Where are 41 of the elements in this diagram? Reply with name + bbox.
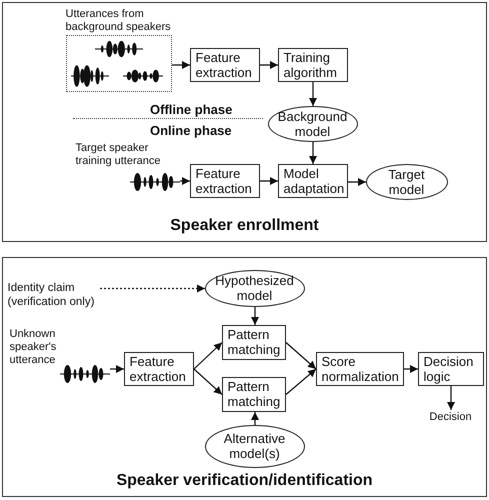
process-box: Model adaptation: [278, 164, 348, 198]
arrow: [194, 368, 222, 395]
arrow: [309, 142, 317, 164]
arrow: [100, 284, 205, 292]
output-label: Decision: [424, 410, 476, 426]
panel: [2, 2, 487, 242]
process-box: Pattern matching: [222, 324, 286, 360]
arrow: [286, 342, 316, 370]
arrow: [110, 365, 124, 373]
process-box: Feature extraction: [190, 164, 260, 198]
arrow: [260, 177, 278, 185]
source-label: Unknown speaker's utterance: [10, 328, 58, 366]
model-ellipse: Target model: [366, 164, 448, 200]
arrow: [260, 61, 278, 69]
group-heading: Utterances from background speakers: [66, 8, 172, 34]
panel: [2, 257, 487, 497]
arrow: [447, 386, 455, 410]
arrow: [348, 178, 366, 186]
process-box: Feature extraction: [124, 352, 194, 386]
source-label: Target speaker training utterance: [76, 142, 162, 168]
arrow: [309, 82, 317, 106]
arrow: [404, 365, 418, 373]
arrow: [180, 177, 190, 185]
process-box: Decision logic: [418, 352, 484, 386]
model-ellipse: Background model: [268, 106, 358, 142]
phase-label: Online phase: [150, 123, 232, 138]
process-box: Score normalization: [316, 352, 404, 386]
arrow: [251, 307, 259, 325]
arrow: [172, 61, 190, 69]
model-ellipse: Hypothesized model: [204, 270, 304, 306]
panel-title: Speaker enrollment: [169, 217, 320, 235]
process-box: Training algorithm: [278, 48, 348, 82]
process-box: Pattern matching: [222, 376, 286, 412]
model-ellipse: Alternative model(s): [204, 424, 304, 468]
panel-title: Speaker verification/identification: [115, 472, 374, 490]
process-box: Feature extraction: [190, 48, 260, 82]
input-label: Identity claim (verification only): [8, 280, 100, 310]
arrow: [194, 342, 222, 370]
arrow: [286, 368, 316, 395]
arrow: [251, 412, 259, 425]
phase-label: Offline phase: [150, 102, 232, 117]
